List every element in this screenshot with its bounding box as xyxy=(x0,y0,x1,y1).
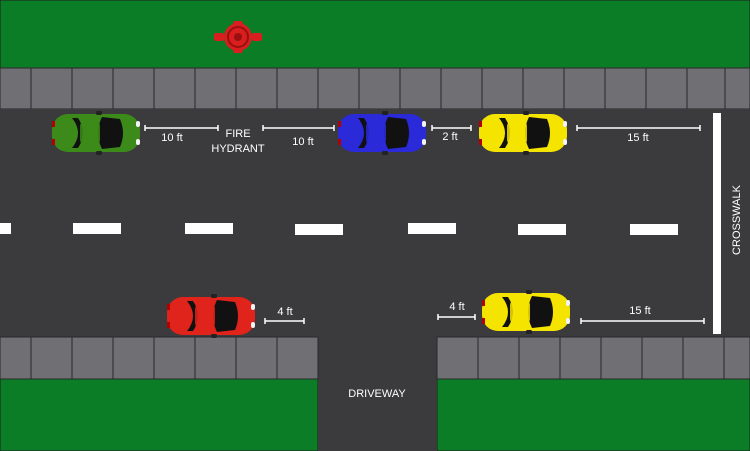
measure-label-blue-yellow: 2 ft xyxy=(442,131,457,143)
measure-label-yellow-crosswalk-top: 15 ft xyxy=(627,132,648,144)
measure-label-driveway-yellow: 4 ft xyxy=(449,301,464,313)
measure-line-yellow-crosswalk-top xyxy=(576,125,701,131)
measure-label-yellow-crosswalk-bottom: 15 ft xyxy=(629,305,650,317)
fire-hydrant-label-line2: HYDRANT xyxy=(211,143,264,155)
car-icon-yellow-top xyxy=(479,111,567,155)
driveway xyxy=(318,337,437,451)
measure-line-hydrant-blue xyxy=(262,125,335,131)
driveway-label: DRIVEWAY xyxy=(348,388,406,400)
crosswalk-line xyxy=(713,113,721,334)
car-icon-yellow-bottom xyxy=(482,290,570,334)
car-icon-red xyxy=(167,294,255,338)
car-icon-green xyxy=(52,111,140,155)
crosswalk-label: CROSSWALK xyxy=(731,184,743,255)
top-grass xyxy=(0,0,750,69)
measure-line-yellow-crosswalk-bottom xyxy=(580,318,705,324)
measure-label-hydrant-blue: 10 ft xyxy=(292,136,313,148)
top-sidewalk xyxy=(0,67,750,110)
bottom-right-sidewalk xyxy=(436,336,750,380)
center-lane-dashes xyxy=(0,223,678,235)
measure-line-driveway-yellow xyxy=(437,314,476,320)
measure-line-red-driveway xyxy=(264,318,305,324)
bottom-left-sidewalk xyxy=(0,336,319,380)
fire-hydrant-icon xyxy=(214,21,262,53)
measure-label-green-hydrant: 10 ft xyxy=(161,132,182,144)
measure-label-red-driveway: 4 ft xyxy=(277,306,292,318)
car-icon-blue xyxy=(338,111,426,155)
fire-hydrant-label-line1: FIRE xyxy=(225,128,250,140)
bottom-left-grass xyxy=(0,378,319,451)
measure-line-blue-yellow xyxy=(431,125,472,131)
bottom-right-grass xyxy=(436,378,750,451)
measure-line-green-hydrant xyxy=(144,125,219,131)
